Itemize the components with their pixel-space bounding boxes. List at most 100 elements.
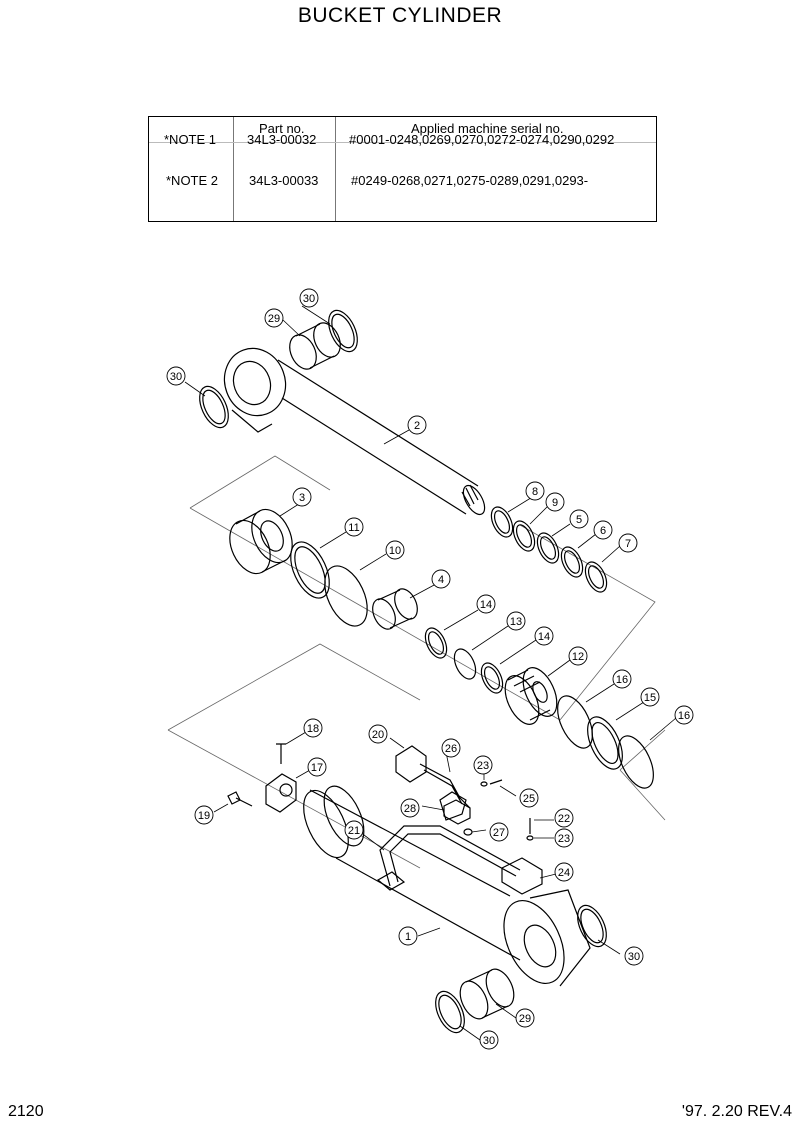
assembly-outline	[167, 455, 666, 869]
callout-label: 14	[538, 631, 550, 643]
callout-6: 6	[593, 520, 613, 540]
table-divider-2	[335, 117, 336, 221]
callout-17: 17	[307, 757, 327, 777]
bolt-19	[227, 791, 253, 807]
callout-label: 24	[558, 867, 570, 879]
note-1-serial: #0001-0248,0269,0270,0272-0274,0290,0292	[349, 132, 615, 147]
callout-30: 30	[299, 288, 319, 308]
block-24	[501, 857, 543, 895]
washer-23a	[480, 781, 488, 787]
pipe-21	[376, 825, 521, 891]
callout-28: 28	[400, 798, 420, 818]
callout-10: 10	[385, 540, 405, 560]
callout-label: 1	[405, 931, 411, 943]
rod-eye	[223, 347, 287, 433]
callout-label: 12	[572, 651, 584, 663]
callout-21: 21	[344, 820, 364, 840]
callout-label: 6	[600, 525, 606, 537]
screw-18	[276, 743, 286, 764]
callout-27: 27	[489, 822, 509, 842]
callout-24: 24	[554, 862, 574, 882]
serial-table: Part no. Applied machine serial no. *NOT…	[148, 116, 657, 222]
callout-label: 13	[510, 616, 522, 628]
callout-26: 26	[441, 738, 461, 758]
note-2-serial: #0249-0268,0271,0275-0289,0291,0293-	[351, 173, 589, 188]
leader-lines	[184, 305, 677, 1041]
o-ring-10	[324, 565, 368, 627]
callout-29: 29	[515, 1008, 535, 1028]
callout-label: 29	[519, 1013, 531, 1025]
callout-label: 3	[299, 492, 305, 504]
callout-label: 2	[414, 420, 420, 432]
piston-rod	[277, 359, 486, 516]
cylinder-tube	[303, 785, 591, 987]
callout-label: 30	[170, 371, 182, 383]
callout-label: 19	[198, 810, 210, 822]
callout-19: 19	[194, 805, 214, 825]
callout-23: 23	[473, 755, 493, 775]
callout-label: 27	[493, 827, 505, 839]
callout-16: 16	[612, 669, 632, 689]
callout-label: 28	[404, 803, 416, 815]
piston-12	[504, 667, 558, 725]
rod-cover	[229, 508, 293, 575]
callout-label: 25	[523, 793, 535, 805]
callout-30: 30	[624, 946, 644, 966]
callout-18: 18	[303, 718, 323, 738]
callout-label: 22	[558, 813, 570, 825]
header-serial-no: Applied machine serial no.	[411, 121, 564, 136]
callout-label: 29	[268, 313, 280, 325]
callout-15: 15	[640, 687, 660, 707]
callout-30: 30	[479, 1030, 499, 1050]
ring-14a	[424, 627, 448, 659]
callout-label: 14	[480, 599, 492, 611]
page-title: BUCKET CYLINDER	[297, 4, 503, 27]
table-divider-1	[233, 117, 234, 221]
dust-seal-bottom-right	[577, 904, 607, 948]
callout-9: 9	[545, 492, 565, 512]
note-2-part: 34L3-00033	[249, 173, 319, 188]
lock-nut	[265, 773, 297, 813]
callout-label: 26	[445, 743, 457, 755]
callout-label: 9	[552, 497, 558, 509]
callout-20: 20	[368, 724, 388, 744]
ring-14b	[480, 662, 504, 694]
callout-label: 4	[438, 574, 444, 586]
revision-date: '97. 2.20 REV.4	[681, 1103, 792, 1120]
note-1-label: *NOTE 1	[164, 132, 217, 147]
clamp-28	[443, 799, 471, 825]
callout-label: 15	[644, 692, 656, 704]
callout-label: 10	[389, 545, 401, 557]
bolt-25	[489, 779, 503, 785]
ring-8	[490, 506, 514, 538]
header-part-no: Part no.	[259, 121, 305, 136]
callout-label: 5	[576, 514, 582, 526]
callout-25: 25	[519, 788, 539, 808]
page-number: 2120	[8, 1103, 44, 1120]
callout-label: 8	[532, 486, 538, 498]
callout-13: 13	[506, 611, 526, 631]
callout-11: 11	[344, 517, 364, 537]
washer-27	[463, 828, 473, 836]
ring-5	[536, 532, 560, 564]
callout-12: 12	[568, 646, 588, 666]
callout-label: 20	[372, 729, 384, 741]
dust-seal-bottom-left	[435, 990, 465, 1034]
bushing-bottom	[459, 968, 515, 1020]
washer-23b	[526, 835, 534, 841]
note-2-label: *NOTE 2	[166, 173, 219, 188]
ring-16b	[618, 735, 654, 789]
callout-label: 16	[678, 710, 690, 722]
callout-3: 3	[292, 487, 312, 507]
callout-14: 14	[534, 626, 554, 646]
callout-label: 18	[307, 723, 319, 735]
dust-seal-top-right	[328, 309, 358, 353]
callout-label: 17	[311, 762, 323, 774]
callout-label: 30	[483, 1035, 495, 1047]
note-1-part: 34L3-00032	[247, 132, 317, 147]
ring-15	[587, 716, 623, 770]
callout-label: 23	[477, 760, 489, 772]
callout-label: 11	[348, 522, 359, 534]
callout-label: 16	[616, 674, 628, 686]
